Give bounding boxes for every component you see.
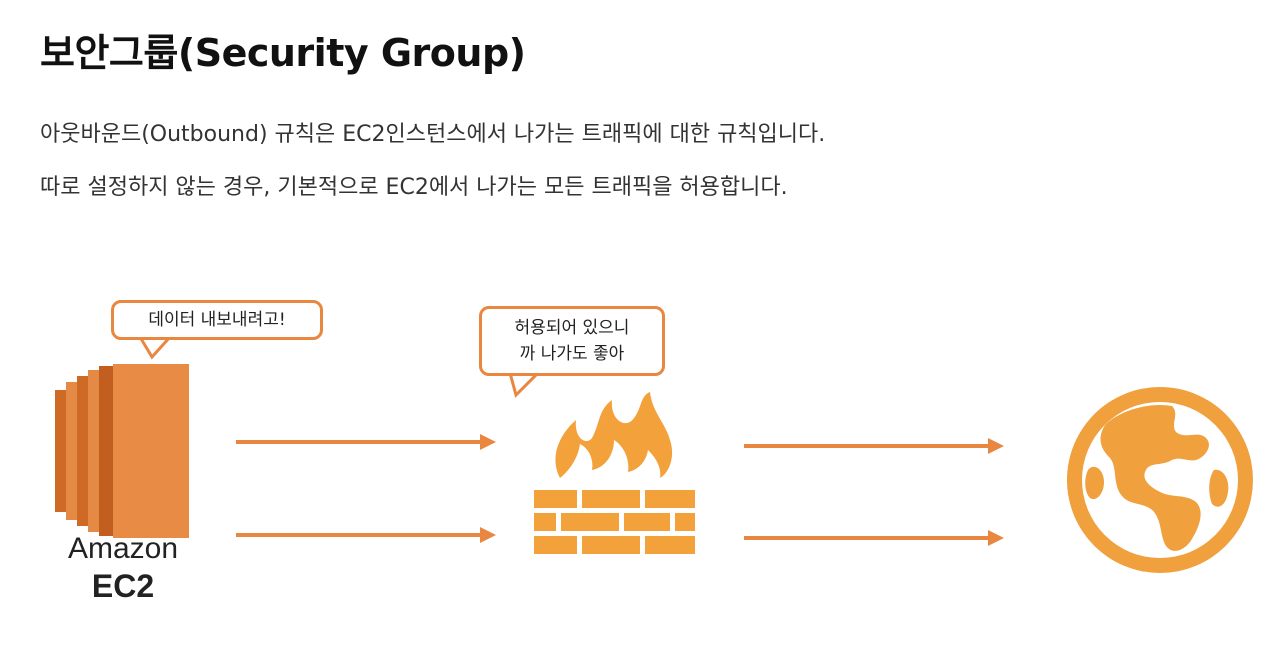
arrow-firewall-to-internet-bottom bbox=[744, 530, 1004, 546]
ec2-speech-text: 데이터 내보내려고! bbox=[148, 310, 286, 330]
firewall-speech-tail bbox=[508, 371, 542, 398]
globe-icon bbox=[1067, 387, 1253, 573]
page-title: 보안그룹(Security Group) bbox=[40, 31, 526, 75]
arrow-firewall-to-internet-top bbox=[744, 438, 1004, 454]
firewall-speech-line-1: 허용되어 있으니 bbox=[514, 318, 630, 338]
ec2-speech-tail bbox=[137, 335, 174, 360]
arrow-ec2-to-firewall-bottom bbox=[236, 527, 496, 543]
firewall-speech-line-2: 까 나가도 좋아 bbox=[519, 344, 625, 364]
firewall-icon bbox=[534, 392, 695, 554]
firewall-speech-bubble: 허용되어 있으니 까 나가도 좋아 bbox=[479, 306, 665, 376]
ec2-label-amazon: Amazon bbox=[67, 532, 179, 565]
ec2-label-ec2: EC2 bbox=[91, 568, 155, 604]
arrow-ec2-to-firewall-top bbox=[236, 434, 496, 450]
description-line-2: 따로 설정하지 않는 경우, 기본적으로 EC2에서 나가는 모든 트래픽을 허… bbox=[40, 175, 788, 200]
description-line-1: 아웃바운드(Outbound) 규칙은 EC2인스턴스에서 나가는 트래픽에 대… bbox=[40, 122, 826, 147]
ec2-speech-bubble: 데이터 내보내려고! bbox=[111, 300, 323, 340]
amazon-ec2-icon bbox=[55, 364, 189, 538]
